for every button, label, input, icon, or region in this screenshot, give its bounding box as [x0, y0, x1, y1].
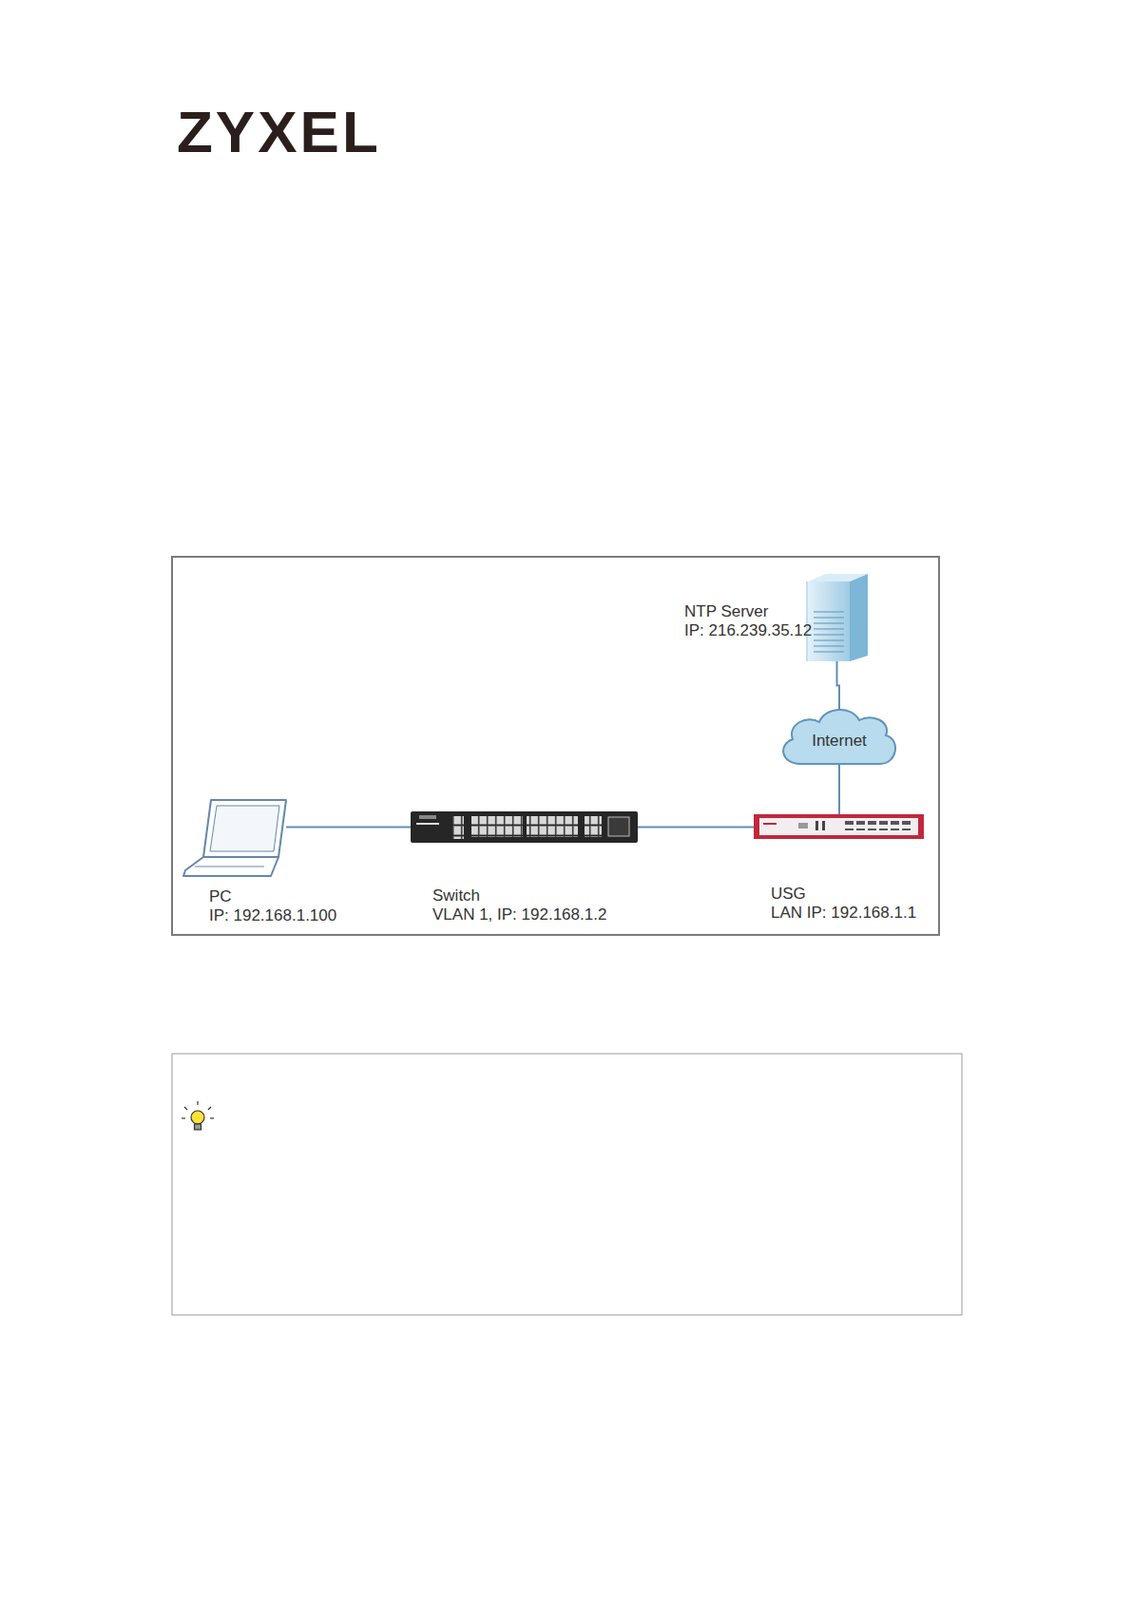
laptop-node: PCIP: 192.168.1.100	[183, 799, 287, 878]
device-name: PC	[209, 887, 232, 907]
network-link	[838, 765, 841, 815]
laptop-icon	[183, 800, 287, 877]
switch-icon	[410, 811, 638, 844]
device-name: NTP Server	[684, 602, 769, 622]
network-link	[837, 661, 841, 710]
device-name: Internet	[811, 731, 867, 751]
tip-box	[172, 1054, 962, 1316]
server-node: NTP ServerIP: 216.239.35.12	[805, 574, 868, 662]
network-link	[637, 826, 754, 829]
cloud-node: Internet	[783, 709, 896, 766]
brand-logo: ZYXEL	[176, 102, 382, 162]
cloud-shape	[783, 709, 896, 765]
lightbulb-icon	[181, 1101, 214, 1131]
switch-node: SwitchVLAN 1, IP: 192.168.1.2	[410, 811, 638, 844]
server-icon	[805, 574, 868, 662]
diagram-frame	[172, 556, 940, 936]
device-address: IP: 216.239.35.12	[684, 621, 812, 641]
firewall-node: USGLAN IP: 192.168.1.1	[753, 814, 924, 840]
device-address: IP: 192.168.1.100	[209, 906, 337, 926]
device-name: Switch	[432, 886, 480, 906]
network-link	[286, 826, 411, 829]
device-address: VLAN 1, IP: 192.168.1.2	[432, 905, 607, 925]
device-address: LAN IP: 192.168.1.1	[770, 903, 917, 923]
device-name: USG	[770, 884, 806, 904]
firewall-icon	[753, 814, 924, 840]
